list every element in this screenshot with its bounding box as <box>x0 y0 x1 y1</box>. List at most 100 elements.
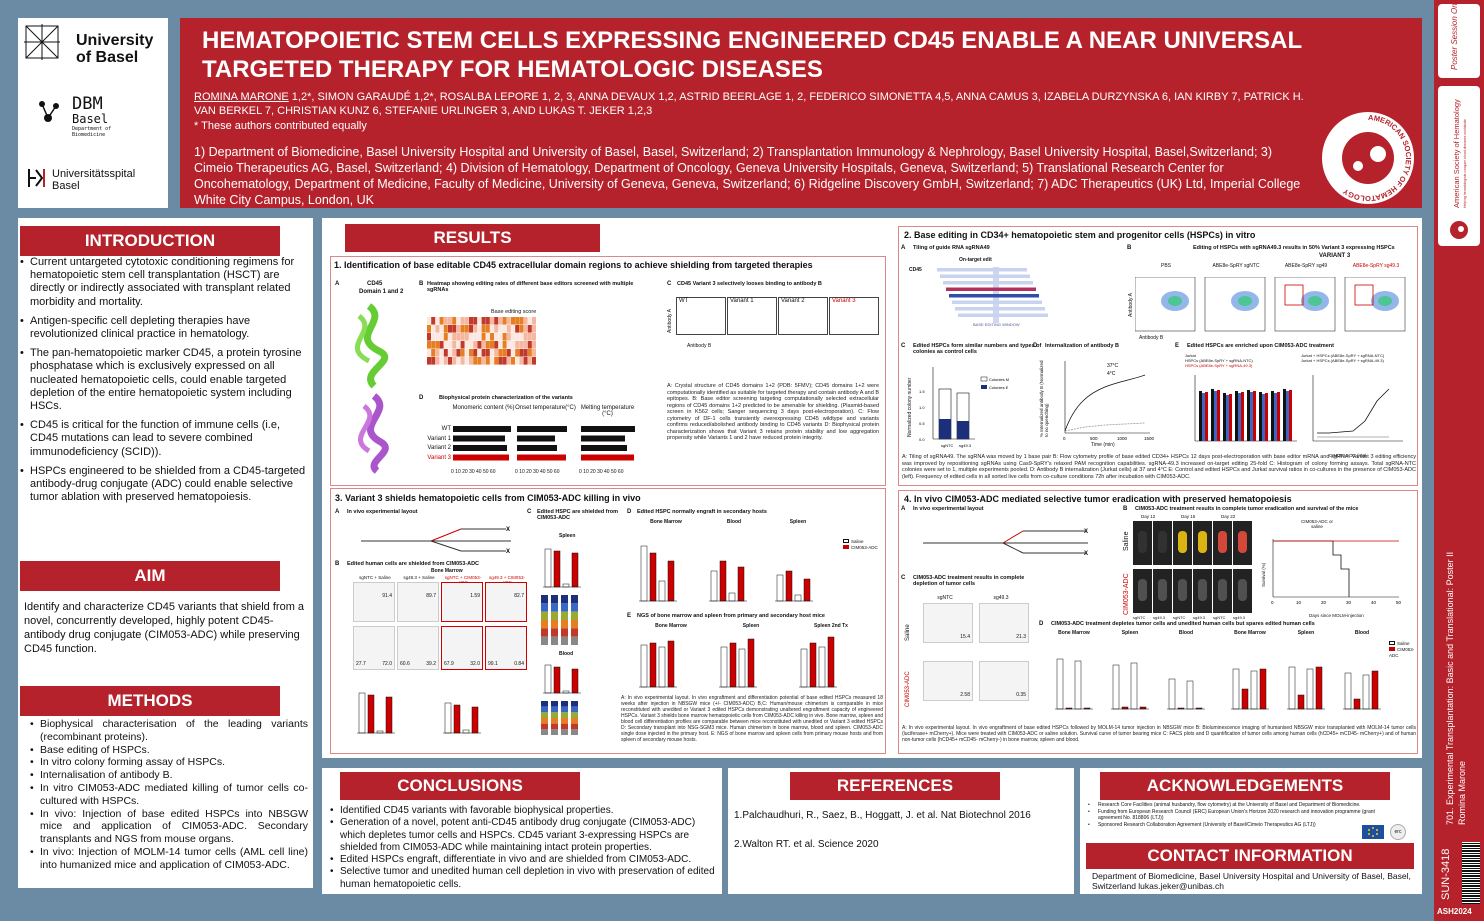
heatmap-cell <box>427 357 431 365</box>
mouse-signal <box>1238 579 1247 601</box>
list-item: HSPCs engineered to be shielded from a C… <box>18 465 310 505</box>
ngs-bar-charts <box>639 636 837 688</box>
experimental-timeline: X X <box>361 527 511 555</box>
heatmap-cell <box>519 325 524 333</box>
section-2-panel: 2. Base editing in CD34+ hematopoietic s… <box>898 226 1418 486</box>
results-heading: RESULTS <box>345 224 600 252</box>
heatmap-cell <box>427 341 431 349</box>
list-item: In vitro CIM053-ADC mediated killing of … <box>28 782 308 808</box>
bar <box>1211 389 1214 441</box>
flow-plot-v2: Variant 2 <box>778 297 828 335</box>
legend-item: Saline <box>1389 641 1417 647</box>
list-item: Edited HSPCs engraft, differentiate in v… <box>328 854 718 867</box>
section-3-caption: A: In vivo experimental layout. In vivo … <box>621 695 883 743</box>
bar <box>803 578 811 602</box>
heatmap-cell <box>511 349 515 357</box>
bar <box>649 552 657 602</box>
quadrant-value: 0.35 <box>1016 692 1026 698</box>
line-37c <box>1064 374 1146 432</box>
stack-segment <box>561 603 568 612</box>
dbm-title: DBM <box>72 94 103 114</box>
heatmap-cell <box>506 325 511 333</box>
heatmap-cell <box>485 341 490 349</box>
line-edited <box>1317 388 1390 434</box>
tick-label: 0 <box>1271 600 1274 605</box>
guide-bar <box>940 274 1030 278</box>
section-4-title: 4. In vivo CIM053-ADC mediated selective… <box>904 494 1292 504</box>
quadrant-value: 32.0 <box>470 661 480 667</box>
mouse-signal <box>1218 531 1227 553</box>
heatmap-cell <box>452 341 457 349</box>
usb-name-1: Universitätsspital <box>52 168 136 180</box>
bar <box>649 642 657 688</box>
dbm-city: Basel <box>72 112 109 126</box>
heatmap-cell <box>460 341 465 349</box>
bar <box>1259 392 1262 441</box>
heatmap-cell <box>532 333 536 341</box>
panel-label: D <box>1039 621 1044 627</box>
spleen-chimerism-chart <box>543 548 581 588</box>
heatmap-cell <box>527 317 532 325</box>
legend-item: CIM053-ADC <box>843 545 878 551</box>
heatmap-cell <box>448 349 452 357</box>
survival-saline <box>1273 540 1350 597</box>
column-label: sgNTC <box>1133 615 1146 620</box>
bar <box>1286 391 1289 441</box>
heatmap-cell <box>498 317 503 325</box>
flow-panels: WT Variant 1 Variant 2 Variant 3 <box>676 297 881 337</box>
bar <box>462 729 470 734</box>
heatmap-cell <box>523 325 528 333</box>
bar <box>358 692 366 734</box>
acknowledgements-heading: ACKNOWLEDGEMENTS <box>1100 772 1390 800</box>
biophys-bar <box>581 426 635 432</box>
bar <box>1074 660 1082 710</box>
ash-side-label: American Society of Hematology <box>1452 99 1461 208</box>
stack-segment <box>571 611 578 620</box>
stack-segment <box>541 701 548 707</box>
heatmap-cell <box>519 357 524 365</box>
heatmap-cell <box>456 357 461 365</box>
heatmap-cell <box>515 325 520 333</box>
legend-item: Saline <box>843 539 878 545</box>
bar <box>658 580 666 602</box>
section-4-panel: 4. In vivo CIM053-ADC mediated selective… <box>898 490 1418 754</box>
bar <box>776 574 784 602</box>
ngs-title: NGS of bone marrow and spleen from prima… <box>637 613 825 619</box>
panel-label: C <box>667 281 672 287</box>
legend-text: 4°C <box>1107 371 1116 377</box>
poster-title: HEMATOPOIETIC STEM CELLS EXPRESSING ENGI… <box>202 27 1302 83</box>
flow-plot-label: Variant 2 <box>781 298 805 304</box>
row-label: Variant 1 <box>427 435 451 442</box>
heatmap-cell <box>477 357 482 365</box>
panel-label: C <box>901 575 906 581</box>
flow-plot-v3: Variant 3 <box>829 297 879 335</box>
heatmap-cell <box>477 333 482 341</box>
base-editing-window-label: BASE EDITING WINDOW <box>973 322 1020 327</box>
quadrant-value: 72.0 <box>382 661 392 667</box>
spleen-label: Spleen <box>559 533 576 539</box>
heatmap-cell <box>443 341 448 349</box>
heatmap-cell <box>527 333 532 341</box>
heatmap-cell <box>481 357 486 365</box>
biophys-bar-chart <box>453 426 635 461</box>
biophys-bar <box>453 426 511 432</box>
cd45-label: CD45 <box>367 281 383 287</box>
flow-plot: 21.3 <box>979 603 1029 643</box>
column-header: Bone Marrow <box>655 623 687 629</box>
bar <box>553 550 561 588</box>
guide-tiling-title: Tiling of guide RNA sgRNA49 <box>913 245 990 251</box>
stack-segment <box>561 620 568 629</box>
stack-segment <box>571 706 578 713</box>
bar <box>785 570 793 602</box>
equal-contribution-note: * These authors contributed equally <box>194 120 367 132</box>
column-label: sg49.3 <box>1233 615 1246 620</box>
heatmap-cell <box>456 317 461 325</box>
s4-legend: Saline CIM053-ADC <box>1389 641 1417 659</box>
panel-label: E <box>627 613 632 619</box>
bar <box>1274 393 1277 441</box>
section-3-panel: 3. Variant 3 shields hematopoietic cells… <box>330 488 886 754</box>
heatmap-cell <box>435 341 440 349</box>
guide-bar <box>949 294 1039 298</box>
bar <box>1283 389 1286 441</box>
